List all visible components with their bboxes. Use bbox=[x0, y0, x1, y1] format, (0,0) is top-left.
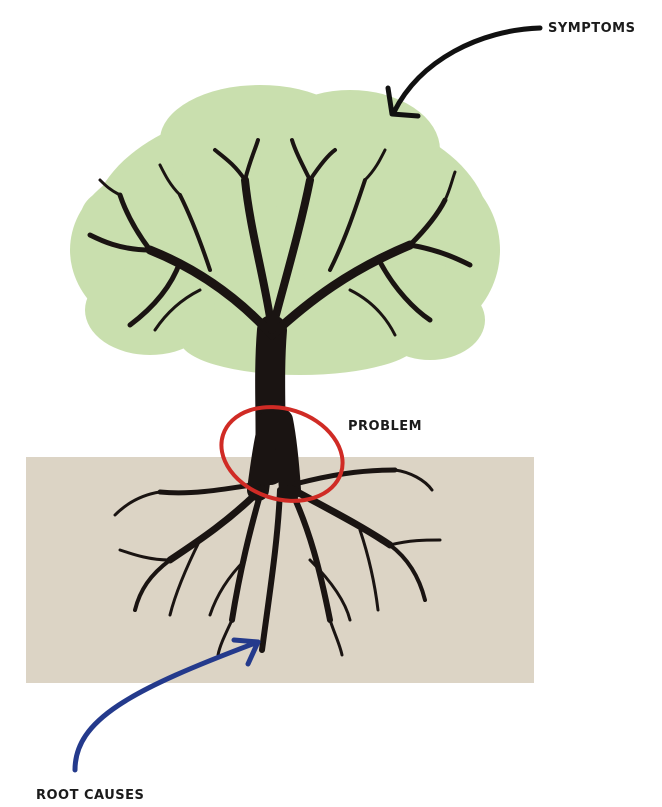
problem-label: PROBLEM bbox=[348, 419, 422, 434]
symptoms-arrow bbox=[388, 28, 540, 116]
symptoms-label: SYMPTOMS bbox=[548, 21, 635, 36]
root-causes-label: ROOT CAUSES bbox=[36, 788, 144, 803]
